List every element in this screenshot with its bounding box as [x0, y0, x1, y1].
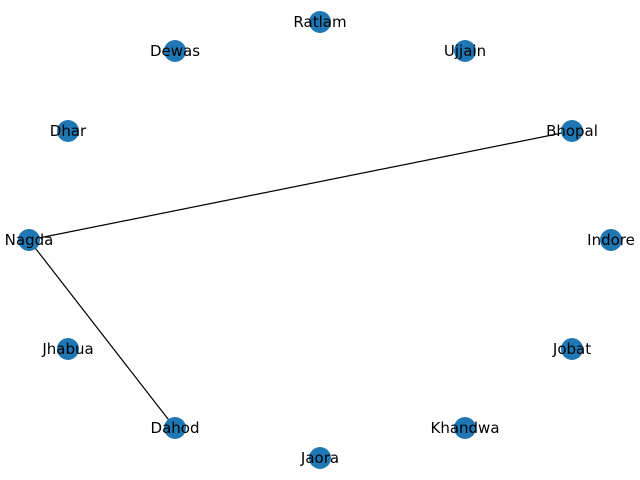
- node-jobat: [561, 338, 583, 360]
- node-dewas: [164, 40, 186, 62]
- node-label-jhabua: Jhabua: [41, 340, 93, 358]
- node-label-dahod: Dahod: [151, 419, 200, 437]
- node-indore: [600, 229, 622, 251]
- node-nagda: [18, 229, 40, 251]
- node-label-indore: Indore: [587, 231, 635, 249]
- node-label-ujjain: Ujjain: [444, 42, 486, 60]
- node-ujjain: [454, 40, 476, 62]
- edge-nagda-dahod: [28, 239, 176, 429]
- edge-nagda-bhopal: [28, 130, 573, 241]
- node-label-bhopal: Bhopal: [546, 122, 598, 140]
- node-label-dewas: Dewas: [150, 42, 200, 60]
- node-label-jobat: Jobat: [552, 340, 591, 358]
- node-khandwa: [454, 417, 476, 439]
- node-jhabua: [57, 338, 79, 360]
- node-dahod: [164, 417, 186, 439]
- node-dhar: [57, 120, 79, 142]
- node-label-khandwa: Khandwa: [430, 419, 499, 437]
- node-bhopal: [561, 120, 583, 142]
- node-label-dhar: Dhar: [50, 122, 87, 140]
- node-label-jaora: Jaora: [300, 449, 339, 467]
- node-ratlam: [309, 11, 331, 33]
- node-jaora: [309, 447, 331, 469]
- edges-layer: [28, 130, 573, 429]
- node-label-ratlam: Ratlam: [293, 13, 346, 31]
- labels-layer: RatlamUjjainBhopalIndoreJobatKhandwaJaor…: [5, 13, 635, 467]
- nodes-layer: [18, 11, 622, 469]
- node-label-nagda: Nagda: [5, 231, 54, 249]
